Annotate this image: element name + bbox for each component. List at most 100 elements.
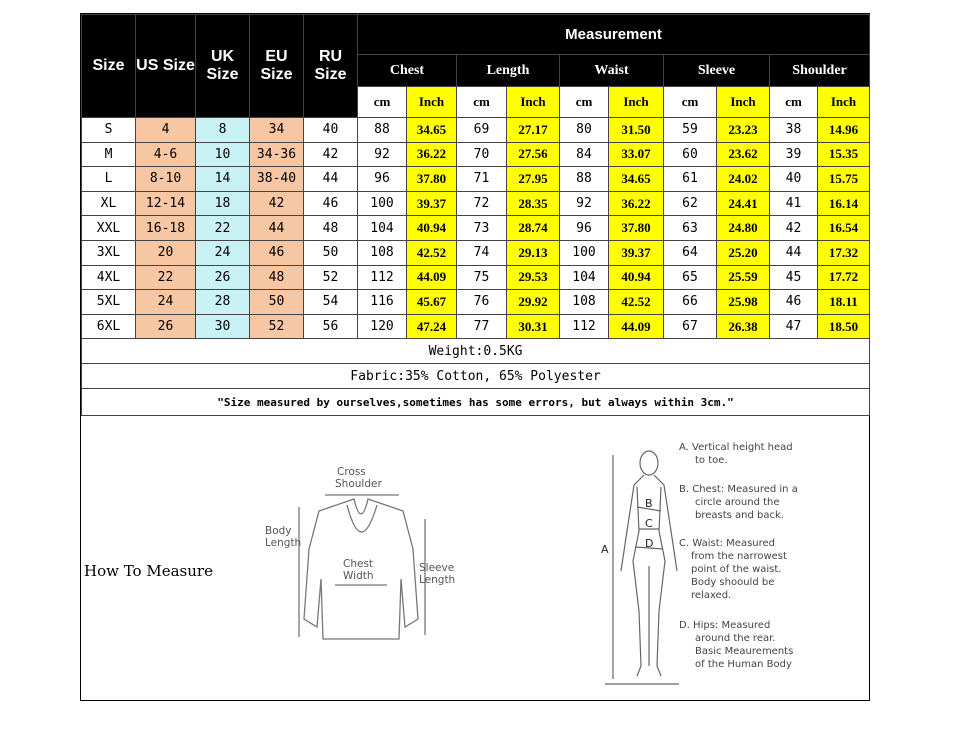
cell-chest-cm: 100: [357, 190, 407, 217]
cell-shoulder-in: 18.11: [816, 289, 871, 315]
unit-cm: cm: [456, 86, 507, 118]
cell-size: 4XL: [81, 264, 136, 291]
unit-inch: Inch: [608, 86, 664, 118]
cell-size: S: [81, 117, 136, 143]
cell-length-in: 28.35: [506, 190, 560, 217]
annotation-line: Basic Meaurements: [695, 646, 794, 657]
human-body-diagram: A B C D: [601, 450, 679, 685]
cell-sleeve-cm: 63: [663, 215, 717, 241]
cell-uk: 30: [195, 313, 250, 340]
cell-chest-cm: 112: [357, 264, 407, 291]
chest-width-label: Width: [343, 570, 374, 582]
cell-length-in: 27.17: [506, 117, 560, 143]
annotation-line: B. Chest: Measured in a: [679, 484, 798, 495]
cell-length-cm: 74: [456, 239, 507, 266]
cell-sleeve-in: 24.02: [716, 166, 770, 192]
header-sleeve: Sleeve: [663, 54, 770, 87]
unit-cm: cm: [663, 86, 717, 118]
cross-shoulder-label: Cross: [337, 466, 366, 478]
cell-sleeve-in: 24.41: [716, 190, 770, 217]
cell-size: XL: [81, 190, 136, 217]
cell-ru: 54: [303, 289, 358, 315]
header-length: Length: [456, 54, 560, 87]
cell-waist-cm: 84: [559, 141, 609, 168]
cell-sleeve-cm: 66: [663, 289, 717, 315]
cell-chest-cm: 116: [357, 289, 407, 315]
cell-uk: 10: [195, 141, 250, 168]
cell-shoulder-cm: 38: [769, 117, 818, 143]
cell-sleeve-in: 25.20: [716, 239, 770, 266]
cell-eu: 42: [249, 190, 304, 217]
cell-chest-cm: 120: [357, 313, 407, 340]
cell-uk: 18: [195, 190, 250, 217]
cell-size: XXL: [81, 215, 136, 241]
cell-sleeve-in: 24.80: [716, 215, 770, 241]
body-length-label: Length: [265, 537, 301, 549]
annotation-line: breasts and back.: [695, 510, 784, 521]
sleeve-length-label: Sleeve: [419, 562, 454, 574]
cell-waist-cm: 88: [559, 166, 609, 192]
cell-shoulder-in: 18.50: [816, 313, 871, 340]
chest-line: [636, 506, 662, 512]
cell-waist-cm: 104: [559, 264, 609, 291]
cell-uk: 14: [195, 166, 250, 192]
cell-eu: 50: [249, 289, 304, 315]
annotation-line: point of the waist.: [691, 564, 782, 575]
waist-letter: C: [645, 517, 653, 530]
cell-us: 4: [135, 117, 196, 143]
body-length-label: Body: [265, 525, 292, 537]
cell-waist-in: 39.37: [608, 239, 664, 266]
body-head: [639, 450, 659, 476]
cell-eu: 52: [249, 313, 304, 340]
cell-sleeve-in: 23.23: [716, 117, 770, 143]
cell-shoulder-cm: 46: [769, 289, 818, 315]
cell-eu: 46: [249, 239, 304, 266]
fabric-note: Fabric:35% Cotton, 65% Polyester: [80, 363, 871, 390]
header-measurement: Measurement: [356, 14, 871, 55]
annotation-line: of the Human Body: [695, 659, 792, 670]
annotation-line: circle around the: [695, 497, 780, 508]
cell-waist-cm: 112: [559, 313, 609, 340]
sweater-outline: [303, 498, 419, 640]
cell-length-in: 30.31: [506, 313, 560, 340]
annotation-c: C. Waist: Measured from the narrowest po…: [679, 537, 787, 602]
size-chart-sheet: Size US Size UK Size EU Size RU Size Mea…: [80, 13, 871, 701]
cell-length-in: 29.13: [506, 239, 560, 266]
header-waist: Waist: [559, 54, 664, 87]
cell-shoulder-cm: 41: [769, 190, 818, 217]
annotation-line: D. Hips: Measured: [679, 620, 771, 631]
annotation-line: relaxed.: [691, 590, 732, 601]
cell-chest-in: 42.52: [406, 239, 457, 266]
cell-waist-cm: 108: [559, 289, 609, 315]
annotation-a: A. Vertical height head to toe.: [679, 441, 793, 467]
cell-ru: 52: [303, 264, 358, 291]
cell-chest-in: 39.37: [406, 190, 457, 217]
cell-us: 16-18: [135, 215, 196, 241]
header-chest: Chest: [357, 54, 457, 87]
annotation-b: B. Chest: Measured in a circle around th…: [679, 483, 798, 522]
cell-length-cm: 75: [456, 264, 507, 291]
cell-shoulder-cm: 45: [769, 264, 818, 291]
annotation-line: Body shoould be: [691, 577, 775, 588]
unit-inch: Inch: [716, 86, 770, 118]
cell-shoulder-in: 15.35: [816, 141, 871, 168]
cell-waist-cm: 92: [559, 190, 609, 217]
cell-sleeve-cm: 60: [663, 141, 717, 168]
cell-chest-in: 37.80: [406, 166, 457, 192]
cell-shoulder-in: 17.32: [816, 239, 871, 266]
cell-sleeve-cm: 65: [663, 264, 717, 291]
cell-chest-in: 47.24: [406, 313, 457, 340]
cell-sleeve-cm: 59: [663, 117, 717, 143]
cell-shoulder-in: 15.75: [816, 166, 871, 192]
cell-chest-cm: 92: [357, 141, 407, 168]
cell-uk: 28: [195, 289, 250, 315]
cell-shoulder-cm: 42: [769, 215, 818, 241]
cell-waist-in: 33.07: [608, 141, 664, 168]
cell-uk: 22: [195, 215, 250, 241]
height-letter: A: [601, 543, 609, 556]
cell-waist-cm: 96: [559, 215, 609, 241]
